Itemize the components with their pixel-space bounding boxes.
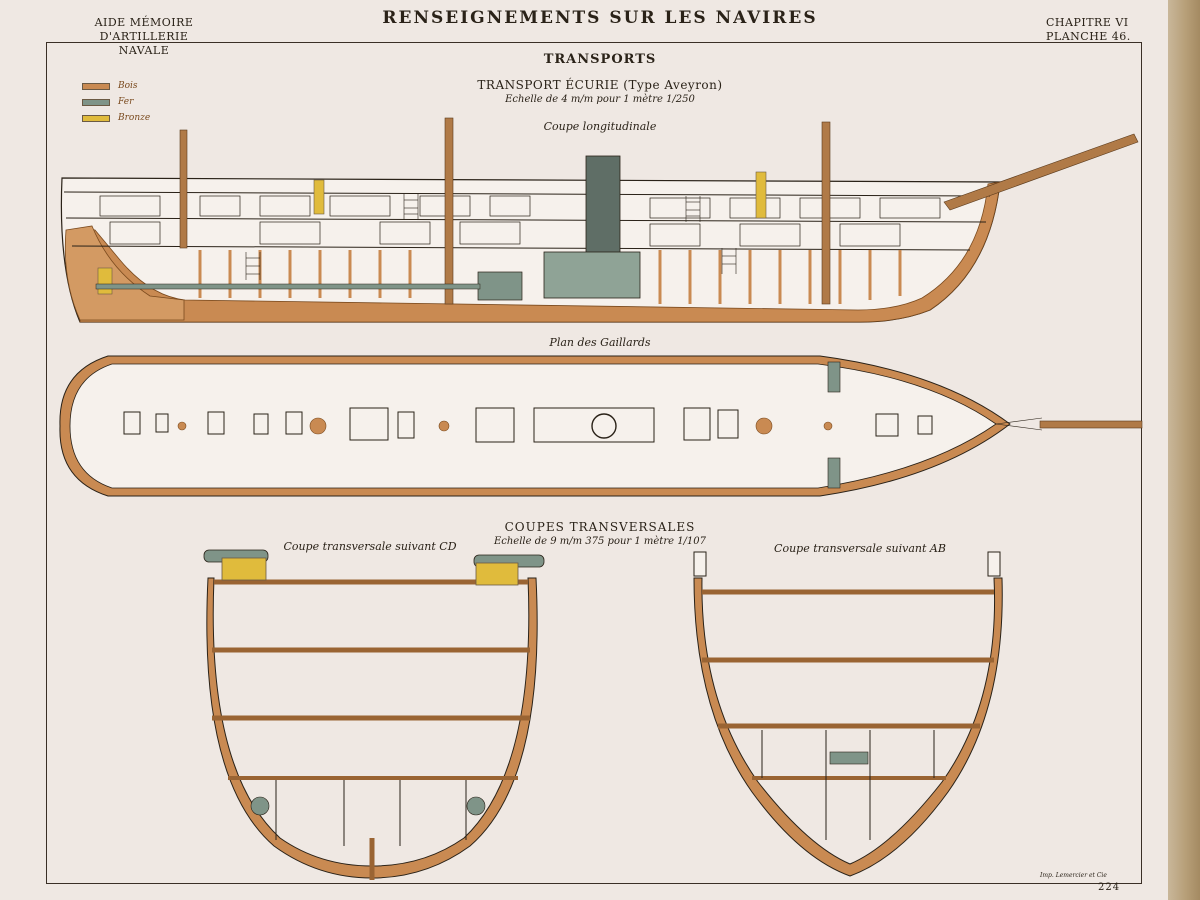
deck-capstans (177, 417, 833, 435)
bow-rigging-bottom (995, 423, 1043, 431)
funnel (585, 155, 621, 257)
header-left-line2: D'ARTILLERIE NAVALE (99, 30, 189, 57)
cd-shot-pile-port (250, 796, 270, 816)
iron-swatch (82, 98, 110, 106)
cd-pillars (275, 780, 467, 846)
cd-starboard-carriage (475, 562, 519, 586)
lower-deck-line (71, 245, 971, 251)
propeller-shaft (95, 283, 481, 290)
upper-deck-line (63, 191, 991, 197)
plate-frame (46, 42, 1142, 884)
transversal-scale: Echelle de 9 m/m 375 pour 1 mètre 1/107 (493, 536, 707, 547)
cd-shot-pile-starboard (466, 796, 486, 816)
plan-bowsprit (1039, 420, 1143, 429)
ladders (245, 194, 737, 280)
book-binding (1168, 0, 1200, 900)
stern-block (64, 225, 185, 321)
bow-rigging-top (995, 417, 1043, 425)
material-legend: Bois Fer Bronze (82, 78, 150, 126)
plate-number: PLANCHE 46. (1046, 30, 1131, 43)
cd-port-carriage (221, 557, 267, 581)
bronze-swatch (82, 114, 110, 122)
caption-longitudinal: Coupe longitudinale (543, 120, 657, 133)
caption-plan: Plan des Gaillards (549, 336, 651, 349)
page-number: 224 (1098, 882, 1121, 893)
caption-transversal-heading: COUPES TRANSVERSALES (504, 520, 696, 534)
legend-label-bronze: Bronze (118, 113, 151, 123)
starboard-gun (827, 457, 841, 489)
funnel-opening (591, 413, 617, 439)
chapter-label: CHAPITRE VI (1046, 16, 1129, 29)
ab-pillars (761, 730, 935, 840)
legend-label-wood: Bois (118, 81, 138, 91)
caption-section-ab: Coupe transversale suivant AB (774, 542, 946, 555)
printer-credit: Imp. Lemercier et Cie (1040, 872, 1107, 879)
bowsprit (943, 133, 1139, 211)
engine-block (477, 271, 523, 301)
ab-shot-rack (829, 751, 869, 765)
ab-starboard-bitt (987, 551, 1001, 577)
capstan-fore (755, 171, 767, 219)
wood-swatch (82, 82, 110, 90)
caption-section-cd: Coupe transversale suivant CD (283, 540, 457, 553)
legend-item-iron: Fer (82, 94, 150, 110)
hull-cd-wood (206, 577, 538, 879)
section-cd (203, 549, 545, 880)
legend-item-wood: Bois (82, 78, 150, 94)
funnel-casing (543, 251, 641, 299)
legend-item-bronze: Bronze (82, 110, 150, 126)
section-title: TRANSPORTS (543, 52, 657, 67)
plate-title: RENSEIGNEMENTS SUR LES NAVIRES (382, 8, 818, 28)
deck-plan (59, 355, 1143, 497)
port-gun (827, 361, 841, 393)
fore-mast (821, 121, 831, 305)
main-mast (444, 117, 454, 305)
legend-label-iron: Fer (118, 97, 134, 107)
section-ab (693, 551, 1003, 877)
deck-surface (69, 363, 997, 489)
header-left-line1: AIDE MÉMOIRE (94, 16, 194, 29)
header-right: CHAPITRE VI PLANCHE 46. (1046, 16, 1136, 44)
middle-deck-line (65, 217, 987, 223)
longitudinal-scale: Echelle de 4 m/m pour 1 mètre 1/250 (505, 94, 695, 105)
capstan-aft (313, 179, 325, 215)
header-left: AIDE MÉMOIRE D'ARTILLERIE NAVALE (84, 16, 204, 58)
mizzen-mast (179, 129, 188, 249)
stern-bronze-fitting (97, 267, 113, 295)
ab-port-bitt (693, 551, 707, 577)
hull-ab-wood (693, 577, 1003, 877)
deck-hatches (123, 407, 933, 443)
longitudinal-section (60, 117, 1139, 323)
ship-title: TRANSPORT ÉCURIE (Type Aveyron) (477, 78, 723, 92)
